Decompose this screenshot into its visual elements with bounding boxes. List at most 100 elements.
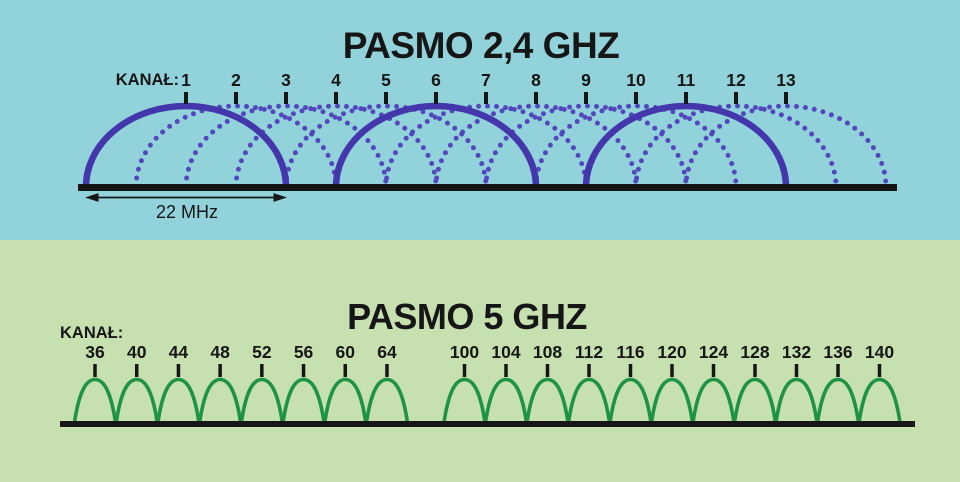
channel-tick-5g-108 [545, 364, 550, 377]
channel-arc-2g4-13 [683, 103, 889, 190]
channel-arc-2g4-10 [533, 103, 739, 190]
channel-number-5g-120: 120 [657, 342, 686, 362]
channel-tick-5g-44 [176, 364, 181, 377]
channel-tick-5g-48 [218, 364, 222, 377]
channel-tick-5g-40 [134, 364, 139, 377]
channel-arc-5g-116 [607, 377, 654, 425]
band-2g4-solid-arcs [82, 102, 790, 188]
channel-number-5g-36: 36 [85, 342, 105, 362]
channel-tick-5g-64 [385, 364, 389, 377]
channel-arc-5g-108 [524, 377, 571, 425]
channel-tick-5g-140 [877, 364, 882, 377]
channel-arc-5g-132 [773, 377, 820, 425]
channel-number-2g4-3: 3 [281, 70, 291, 90]
band-5-background [0, 240, 960, 482]
channel-number-2g4-5: 5 [381, 70, 391, 90]
channel-arc-5g-124 [690, 377, 737, 425]
channel-number-5g-116: 116 [616, 342, 644, 362]
channel-tick-5g-132 [794, 364, 799, 377]
channel-arc-2g4-5 [283, 103, 489, 190]
channel-number-2g4-4: 4 [331, 70, 341, 90]
channel-arc-5g-140 [856, 377, 903, 425]
channel-number-5g-128: 128 [740, 342, 769, 362]
channel-arc-2g4-7 [383, 103, 589, 190]
channel-tick-5g-124 [711, 364, 716, 377]
channel-number-2g4-11: 11 [677, 70, 696, 90]
bandwidth-arrowhead-right [273, 193, 287, 202]
channel-tick-2g4-5 [384, 92, 388, 104]
channel-tick-2g4-1 [184, 92, 188, 104]
channel-tick-2g4-2 [234, 92, 238, 104]
band-5-channel-axis-label: KANAŁ: [60, 324, 124, 342]
channel-number-5g-48: 48 [210, 342, 230, 362]
channel-tick-5g-104 [504, 364, 508, 377]
channel-tick-5g-60 [343, 364, 348, 377]
band-5-title: PASMO 5 GHZ [347, 296, 587, 337]
channel-tick-5g-128 [753, 364, 757, 377]
band-2g4-baseline [78, 184, 897, 191]
channel-number-2g4-8: 8 [531, 70, 541, 90]
channel-tick-5g-56 [301, 364, 306, 377]
bandwidth-arrowhead-left [85, 193, 99, 202]
channel-arc-5g-56 [280, 377, 327, 425]
channel-number-2g4-7: 7 [481, 70, 491, 90]
band-2g4-background [0, 0, 960, 240]
channel-arc-2g4-2 [133, 103, 339, 190]
channel-tick-2g4-9 [584, 92, 588, 104]
channel-number-5g-64: 64 [377, 342, 397, 362]
channel-number-5g-52: 52 [252, 342, 272, 362]
channel-tick-2g4-8 [534, 92, 538, 104]
channel-tick-5g-136 [836, 364, 840, 377]
channel-number-5g-132: 132 [782, 342, 811, 362]
channel-arc-5g-128 [732, 377, 778, 425]
channel-arc-2g4-12 [633, 103, 839, 190]
channel-tick-5g-36 [93, 364, 97, 377]
channel-arc-5g-48 [197, 377, 243, 425]
channel-arc-2g4-8 [433, 103, 639, 190]
channel-arc-5g-100 [441, 377, 488, 425]
channel-number-5g-60: 60 [336, 342, 356, 362]
channel-tick-5g-52 [260, 364, 264, 377]
channel-arc-5g-120 [649, 377, 695, 425]
band-5-baseline [60, 421, 915, 427]
band-2g4-dotted-arcs [133, 103, 889, 190]
channel-arc-5g-36 [72, 377, 118, 425]
channel-arc-5g-112 [566, 377, 612, 425]
channel-number-5g-40: 40 [127, 342, 147, 362]
channel-number-2g4-6: 6 [431, 70, 441, 90]
channel-number-5g-112: 112 [575, 342, 603, 362]
band-2g4-title: PASMO 2,4 GHZ [342, 25, 620, 66]
channel-number-5g-108: 108 [533, 342, 562, 362]
bandwidth-arrow [85, 193, 287, 202]
channel-tick-2g4-13 [784, 92, 788, 104]
channel-tick-5g-116 [628, 364, 633, 377]
channel-tick-2g4-12 [734, 92, 738, 104]
channel-arc-5g-64 [364, 377, 410, 425]
channel-number-2g4-9: 9 [581, 70, 591, 90]
channel-number-5g-56: 56 [294, 342, 314, 362]
channel-arc-5g-104 [483, 377, 529, 425]
channel-number-5g-136: 136 [823, 342, 852, 362]
channel-arc-5g-40 [114, 377, 160, 425]
channel-tick-2g4-7 [484, 92, 488, 104]
channel-tick-5g-120 [670, 364, 674, 377]
channel-arc-2g4-6 [332, 102, 540, 188]
band-2g4-channel-axis-label: KANAŁ: [115, 71, 179, 89]
channel-arc-2g4-1 [82, 102, 290, 188]
channel-number-2g4-1: 1 [181, 70, 191, 90]
channel-number-5g-124: 124 [699, 342, 728, 362]
channel-tick-2g4-10 [634, 92, 638, 104]
channel-arc-5g-60 [322, 377, 368, 425]
channel-arc-5g-52 [239, 377, 285, 425]
band-5-arcs [72, 377, 903, 425]
channel-number-5g-100: 100 [450, 342, 479, 362]
channel-number-2g4-12: 12 [726, 70, 746, 90]
channel-number-5g-104: 104 [491, 342, 520, 362]
channel-tick-2g4-11 [684, 92, 688, 104]
channel-arc-2g4-9 [483, 103, 689, 190]
channel-tick-2g4-4 [334, 92, 338, 104]
channel-tick-5g-112 [587, 364, 591, 377]
channel-number-5g-140: 140 [865, 342, 894, 362]
